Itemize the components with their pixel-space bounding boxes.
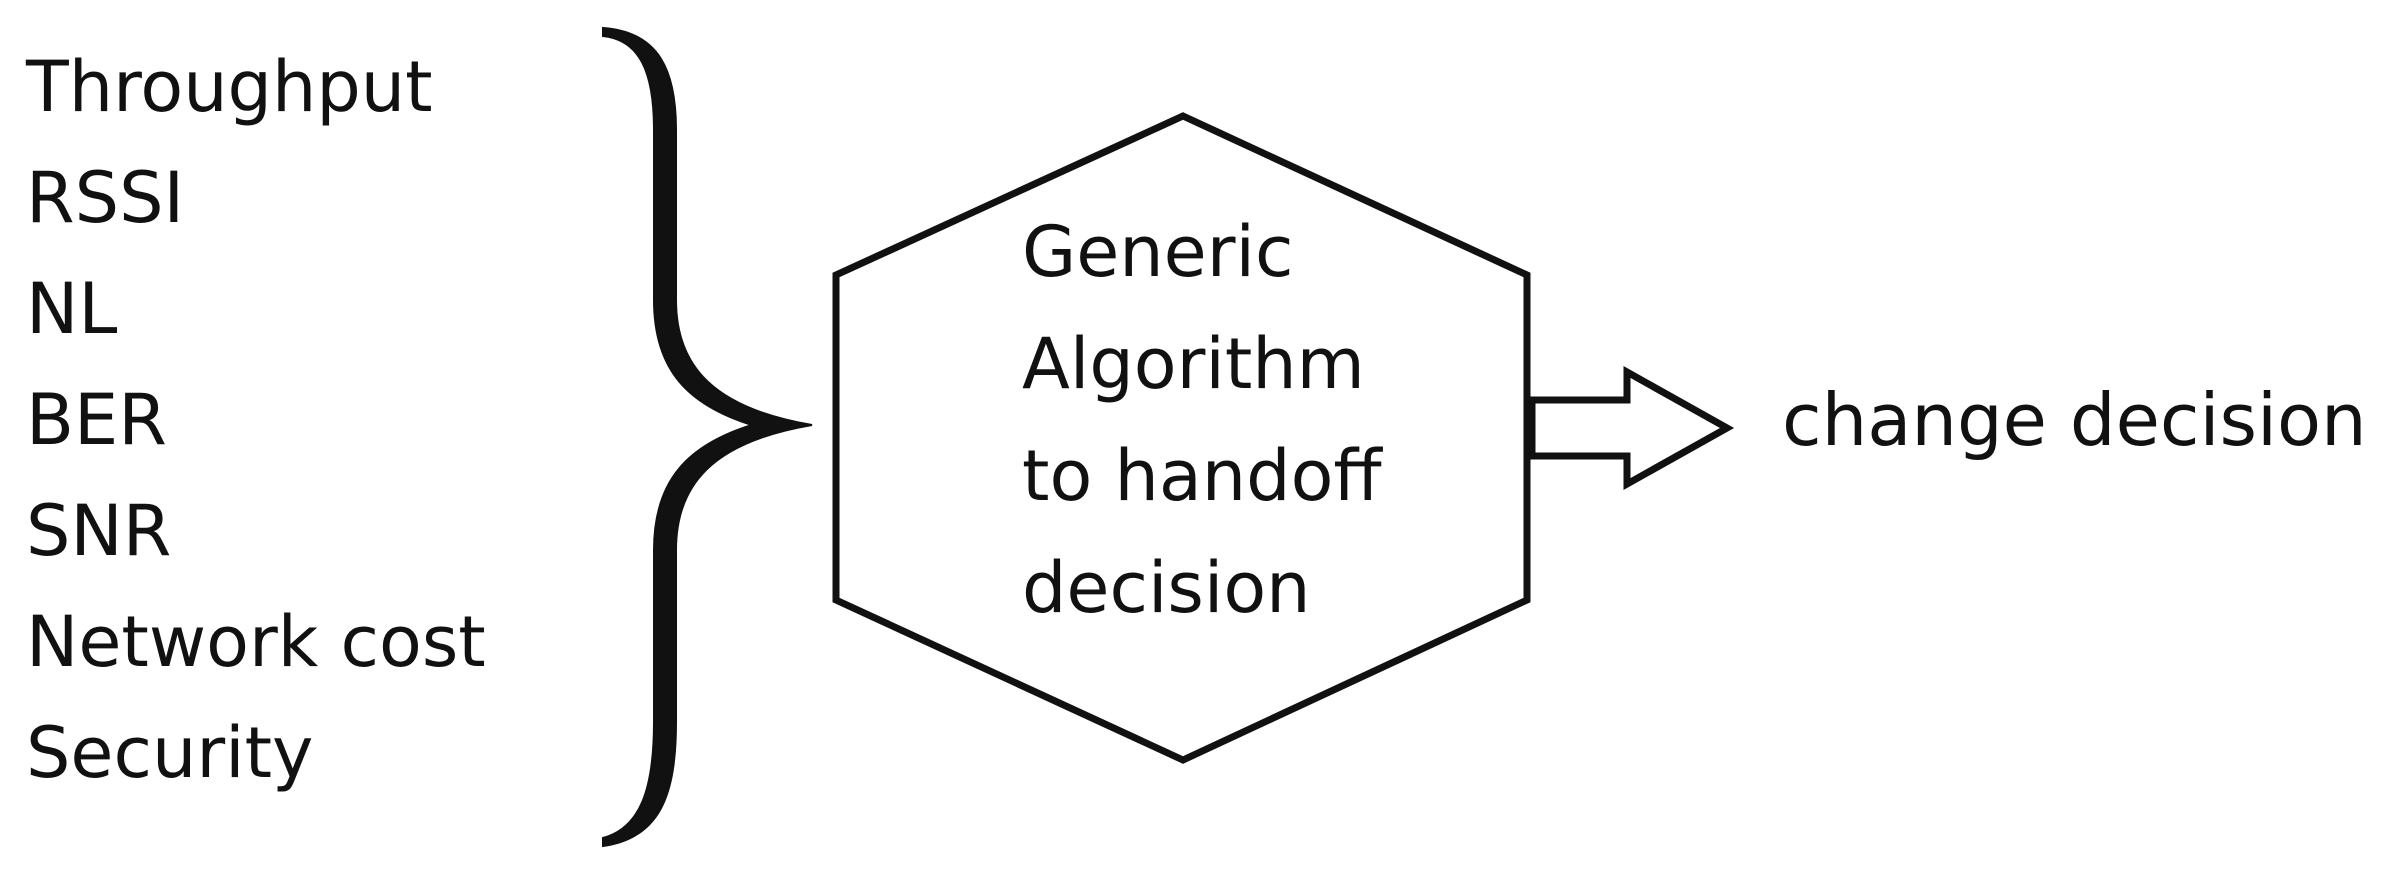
algorithm-label: Generic Algorithm to handoff decision bbox=[1022, 196, 1502, 644]
algorithm-label-line-1: Generic bbox=[1022, 211, 1294, 293]
algorithm-hexagon bbox=[832, 112, 1531, 764]
output-label: change decision bbox=[1782, 378, 2367, 462]
input-throughput: Throughput bbox=[26, 46, 433, 128]
input-snr: SNR bbox=[26, 490, 172, 572]
input-parameter-list: Throughput RSSI NL BER SNR Network cost … bbox=[26, 32, 586, 809]
grouping-brace bbox=[602, 26, 813, 848]
algorithm-label-line-3: to handoff bbox=[1022, 435, 1382, 517]
input-security: Security bbox=[26, 712, 314, 794]
output-arrow bbox=[1528, 366, 1735, 490]
algorithm-label-line-2: Algorithm bbox=[1022, 323, 1365, 405]
input-nl: NL bbox=[26, 268, 118, 350]
input-rssi: RSSI bbox=[26, 157, 185, 239]
input-network-cost: Network cost bbox=[26, 601, 486, 683]
algorithm-label-line-4: decision bbox=[1022, 547, 1311, 629]
input-ber: BER bbox=[26, 379, 167, 461]
